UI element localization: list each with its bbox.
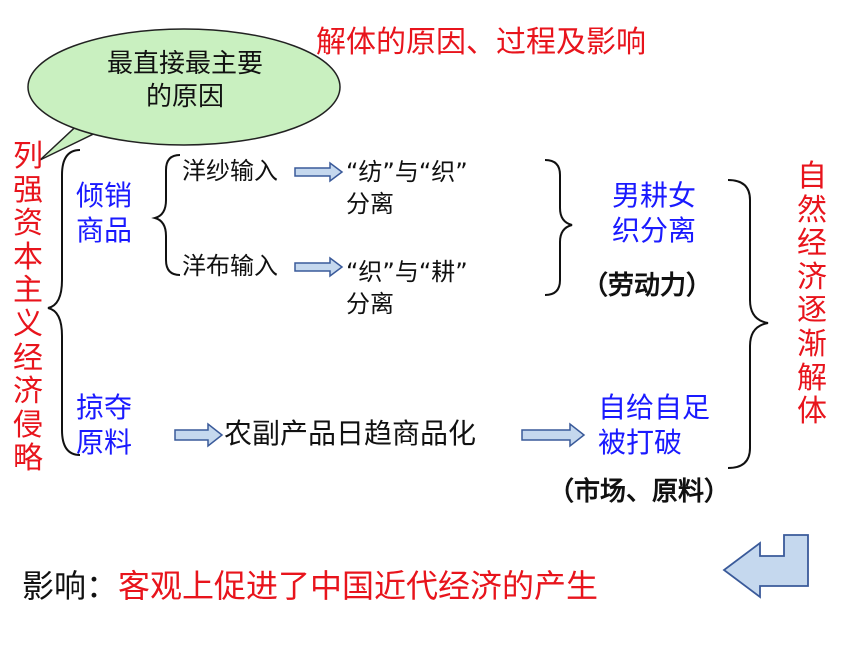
impact-line: 影响：客观上促进了中国近代经济的产生 [22, 568, 598, 605]
impact-text: 客观上促进了中国近代经济的产生 [118, 567, 599, 605]
result-market-line1: 自给自足 [598, 391, 711, 424]
result-labor-note: （劳动力） [582, 271, 713, 301]
right-main-brace [727, 179, 769, 469]
separation-weave-farm-line1: “织”与“耕” [346, 258, 468, 286]
left-vertical-label: 列强资本主义经济侵略 [13, 139, 43, 477]
commercialization-text: 农副产品日趋商品化 [224, 417, 477, 450]
bubble-line-2: 的原因 [145, 82, 224, 113]
arrow-commercialization [521, 422, 586, 448]
arrow-plunder [174, 422, 224, 448]
means-plunder: 掠夺 原料 [76, 390, 132, 460]
separations-brace [544, 159, 573, 296]
arrow-cloth [294, 256, 344, 278]
result-market-note: （市场、原料） [548, 477, 731, 507]
bubble-text: 最直接最主要 的原因 [70, 48, 300, 115]
result-labor: 男耕女 织分离 [612, 178, 696, 248]
result-market-line2: 被打破 [598, 426, 683, 459]
means-dumping-line2: 商品 [76, 214, 133, 247]
import-cloth: 洋布输入 [182, 252, 278, 280]
bubble-line-1: 最直接最主要 [106, 49, 263, 79]
means-plunder-line2: 原料 [76, 426, 133, 459]
means-plunder-line1: 掠夺 [76, 391, 133, 424]
speech-bubble [27, 28, 341, 161]
means-dumping-line1: 倾销 [76, 179, 133, 212]
arrow-yarn [294, 161, 344, 183]
separation-spin-weave-line2: 分离 [346, 190, 394, 219]
import-yarn: 洋纱输入 [182, 157, 278, 185]
result-labor-line1: 男耕女 [612, 179, 697, 212]
separation-weave-farm-line2: 分离 [346, 290, 394, 319]
return-arrow [722, 534, 809, 599]
page-title: 解体的原因、过程及影响 [316, 25, 646, 60]
impact-label: 影响： [22, 567, 119, 605]
separation-spin-weave-line1: “纺”与“织” [346, 158, 468, 186]
separation-weave-farm: “织”与“耕” 分离 [346, 256, 468, 321]
separation-spin-weave: “纺”与“织” 分离 [346, 156, 468, 221]
means-dumping: 倾销 商品 [76, 178, 132, 248]
right-vertical-label: 自然经济逐渐解体 [797, 159, 827, 430]
left-main-brace [47, 149, 81, 456]
result-market: 自给自足 被打破 [598, 390, 710, 460]
result-labor-line2: 织分离 [612, 214, 697, 247]
imports-brace [151, 154, 181, 276]
